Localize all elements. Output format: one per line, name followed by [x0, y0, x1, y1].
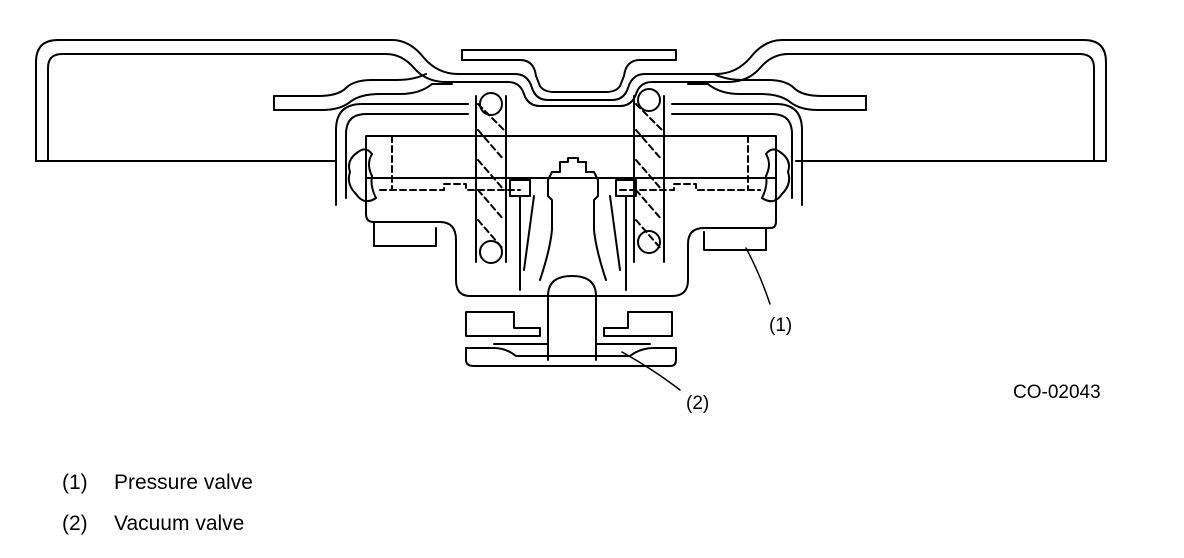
top-center-plate — [461, 49, 677, 93]
legend-item-pressure-valve: (1) Pressure valve — [62, 471, 253, 495]
legend-label: Pressure valve — [114, 471, 253, 494]
locking-flange — [273, 73, 867, 111]
callout-2: (2) — [686, 393, 709, 414]
vacuum-valve — [465, 311, 677, 367]
legend-item-vacuum-valve: (2) Vacuum valve — [62, 512, 244, 536]
pressure-spring — [475, 88, 665, 264]
legend-label: Vacuum valve — [114, 512, 245, 535]
legend-number: (1) — [62, 471, 88, 494]
cap-shell — [35, 39, 1107, 162]
legend-number: (2) — [62, 512, 88, 535]
callout-1: (1) — [769, 315, 792, 336]
radiator-cap-cross-section-diagram: (1) (2) CO-02043 — [35, 39, 1107, 414]
valve-stem — [509, 157, 637, 361]
pressure-valve-body — [365, 135, 777, 297]
figure-id: CO-02043 — [1013, 382, 1101, 403]
leader-lines — [621, 247, 771, 391]
seal-housing — [335, 103, 803, 206]
